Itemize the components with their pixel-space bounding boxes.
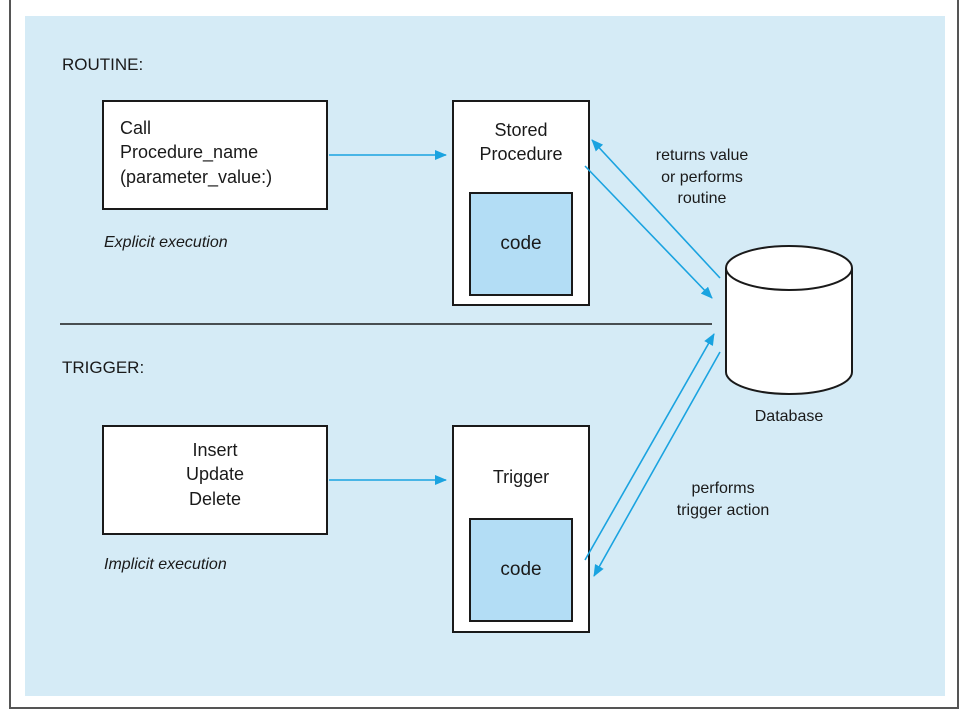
procedure-to-database-arrow: [584, 165, 713, 299]
trigger-code-block: code: [469, 518, 573, 622]
database-to-trigger-arrow: [593, 351, 721, 577]
trigger-to-database-arrow: [584, 333, 715, 561]
trigger-heading: TRIGGER:: [62, 358, 145, 377]
trigger-code-label: code: [500, 559, 542, 580]
dml-event-text: Insert Update Delete: [185, 440, 245, 509]
stored-procedure-title: Stored Procedure: [479, 120, 563, 165]
procedure-code-label: code: [500, 233, 542, 254]
database-label: Database: [754, 408, 824, 425]
database-cylinder-icon: [725, 245, 853, 395]
performs-trigger-action-label: performs trigger action: [676, 480, 770, 519]
database-to-procedure-arrow: [591, 139, 721, 279]
returns-value-label: returns value or performs routine: [655, 147, 749, 208]
procedure-code-block: code: [469, 192, 573, 296]
dml-event-box: Insert Update Delete: [102, 425, 328, 535]
explicit-execution-note: Explicit execution: [104, 234, 228, 251]
routine-heading: ROUTINE:: [62, 55, 144, 74]
call-procedure-text: Call Procedure_name (parameter_value:): [120, 118, 273, 187]
trigger-title: Trigger: [492, 467, 550, 487]
call-procedure-box: Call Procedure_name (parameter_value:): [102, 100, 328, 210]
implicit-execution-note: Implicit execution: [104, 556, 227, 573]
